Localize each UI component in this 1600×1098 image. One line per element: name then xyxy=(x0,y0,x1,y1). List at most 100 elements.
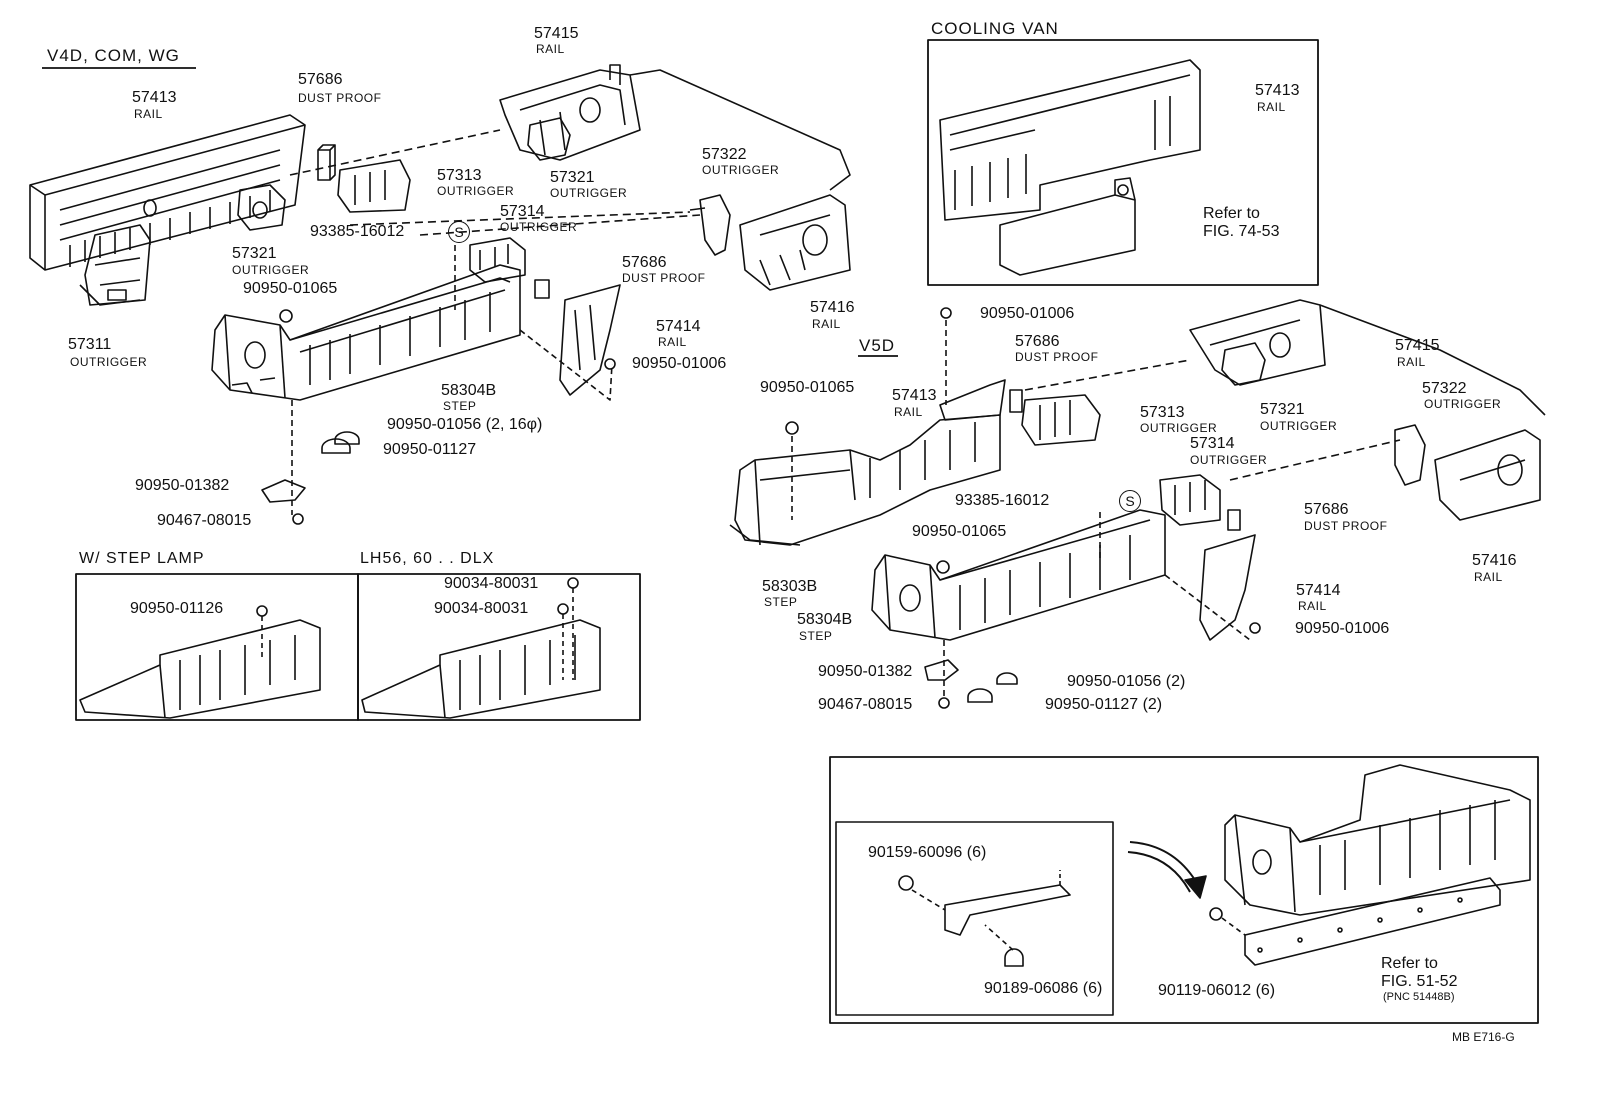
callout-part-number: 57414 xyxy=(656,318,701,335)
callout-part-name: OUTRIGGER xyxy=(500,220,578,234)
callout-part-number: 57686 xyxy=(298,71,343,88)
mudguard-step xyxy=(1224,764,1531,916)
callout-part-number: 57686 xyxy=(1304,501,1349,518)
callout-part-name: RAIL xyxy=(1257,100,1286,114)
detail-bracket xyxy=(898,870,1071,967)
cooling-van-rail xyxy=(939,59,1201,221)
callout-part-name: OUTRIGGER xyxy=(1190,453,1268,467)
step-lamp-step xyxy=(79,605,321,719)
symbol-s: S xyxy=(448,221,470,243)
callout-part-number: 57321 xyxy=(1260,401,1305,418)
cooling-van-box xyxy=(927,39,1319,286)
outrigger-57322-v5d xyxy=(1394,424,1426,486)
dust-proof-57686-mid xyxy=(534,279,550,299)
callout-part-number: 57413 xyxy=(132,89,177,106)
callout-part-number: 93385-16012 xyxy=(955,492,1050,509)
symbol-s: S xyxy=(1119,490,1141,512)
callout-part-number: 57686 xyxy=(1015,333,1060,350)
outrigger-57313-left xyxy=(337,159,411,213)
diagram-code: MB E716-G xyxy=(1452,1030,1515,1044)
detail-box xyxy=(835,821,1114,1016)
callout-part-name: DUST PROOF xyxy=(1015,350,1099,364)
callout-part-number: 90189-06086 (6) xyxy=(984,980,1103,997)
rail-57414-left xyxy=(559,284,621,396)
section-title-lh56: LH56, 60 . . DLX xyxy=(360,550,495,567)
callout-part-number: 57321 xyxy=(232,245,277,262)
callout-part-number: 90950-01056 (2) xyxy=(1067,673,1186,690)
section-title-v4d: V4D, COM, WG xyxy=(47,46,180,65)
callout-part-number: 90034-80031 xyxy=(444,575,539,592)
section-title-v5d: V5D xyxy=(859,336,896,355)
callout-part-name: STEP xyxy=(764,595,798,609)
callout-part-number: 57321 xyxy=(550,169,595,186)
callout-part-name: RAIL xyxy=(536,42,565,56)
outrigger-57311 xyxy=(79,224,151,306)
fig-ref-line1: Refer to xyxy=(1381,955,1438,972)
step-lamp-box xyxy=(75,573,359,721)
callout-part-name: OUTRIGGER xyxy=(1140,421,1218,435)
callout-part-name: OUTRIGGER xyxy=(550,186,628,200)
rail-57414-v5d xyxy=(1199,534,1256,641)
lh56-step xyxy=(361,577,601,719)
callout-part-name: DUST PROOF xyxy=(298,91,382,105)
callout-part-number: 90467-08015 xyxy=(157,512,252,529)
callout-part-number: 90950-01127 (2) xyxy=(1045,696,1163,713)
callout-part-name: RAIL xyxy=(1298,599,1327,613)
callout-part-name: RAIL xyxy=(134,107,163,121)
dust-proof-57686-v5d-2 xyxy=(1227,509,1241,531)
callout-part-number: 57313 xyxy=(437,167,482,184)
rail-57416-left xyxy=(739,194,851,291)
callout-part-name: RAIL xyxy=(812,317,841,331)
callout-part-name: OUTRIGGER xyxy=(702,163,780,177)
callout-part-number: 58303B xyxy=(762,578,818,595)
callout-part-number: 93385-16012 xyxy=(310,223,405,240)
callout-part-number: 90159-60096 (6) xyxy=(868,844,987,861)
callout-part-number: 57415 xyxy=(1395,337,1440,354)
callout-part-number: 90950-01126 xyxy=(130,600,224,617)
fig-ref-line3: (PNC 51448B) xyxy=(1383,991,1455,1003)
rail-57415-left xyxy=(499,64,851,191)
rail-57413-left xyxy=(29,114,306,271)
callout-part-number: 90950-01006 xyxy=(980,305,1075,322)
callout-part-name: DUST PROOF xyxy=(1304,519,1388,533)
callout-part-number: 58304B xyxy=(797,611,853,628)
callout-part-number: 90950-01056 (2, 16φ) xyxy=(387,416,543,433)
callout-part-number: 57416 xyxy=(810,299,855,316)
callout-part-number: 57314 xyxy=(500,203,545,220)
step-58304b-v5d xyxy=(871,509,1166,641)
callout-part-number: 57322 xyxy=(702,146,747,163)
outrigger-57314-left xyxy=(469,237,526,283)
callout-part-name: STEP xyxy=(799,629,833,643)
dust-proof-57686-v5d xyxy=(1009,389,1023,413)
callout-part-name: RAIL xyxy=(1474,570,1503,584)
callout-part-number: 90950-01382 xyxy=(135,477,230,494)
callout-part-number: 90034-80031 xyxy=(434,600,529,617)
callout-part-number: 57413 xyxy=(1255,82,1300,99)
curved-arrow xyxy=(1127,841,1207,899)
callout-part-number: 57313 xyxy=(1140,404,1185,421)
callout-part-name: RAIL xyxy=(1397,355,1426,369)
lh56-box xyxy=(357,573,641,721)
callout-part-name: RAIL xyxy=(658,335,687,349)
outrigger-57321-v5d xyxy=(1221,342,1266,386)
step-58303b xyxy=(729,414,1001,546)
callout-part-number: 57686 xyxy=(622,254,667,271)
callout-part-number: 90950-01006 xyxy=(632,355,727,372)
callout-part-number: 90950-01065 xyxy=(243,280,338,297)
callout-part-name: OUTRIGGER xyxy=(1424,397,1502,411)
callout-part-number: 57322 xyxy=(1422,380,1467,397)
callout-part-name: DUST PROOF xyxy=(622,271,706,285)
fig-ref-line2: FIG. 74-53 xyxy=(1203,223,1280,240)
callout-part-name: RAIL xyxy=(894,405,923,419)
callout-part-number: 57416 xyxy=(1472,552,1517,569)
callout-part-number: 57314 xyxy=(1190,435,1235,452)
fig-ref-line2: FIG. 51-52 xyxy=(1381,973,1458,990)
rail-57415-v5d xyxy=(1189,299,1546,416)
callout-part-number: 90950-01382 xyxy=(818,663,913,680)
callout-part-number: 57311 xyxy=(68,336,112,353)
fig-ref-line1: Refer to xyxy=(1203,205,1260,222)
callout-part-name: STEP xyxy=(443,399,477,413)
callout-part-number: 90950-01006 xyxy=(1295,620,1390,637)
